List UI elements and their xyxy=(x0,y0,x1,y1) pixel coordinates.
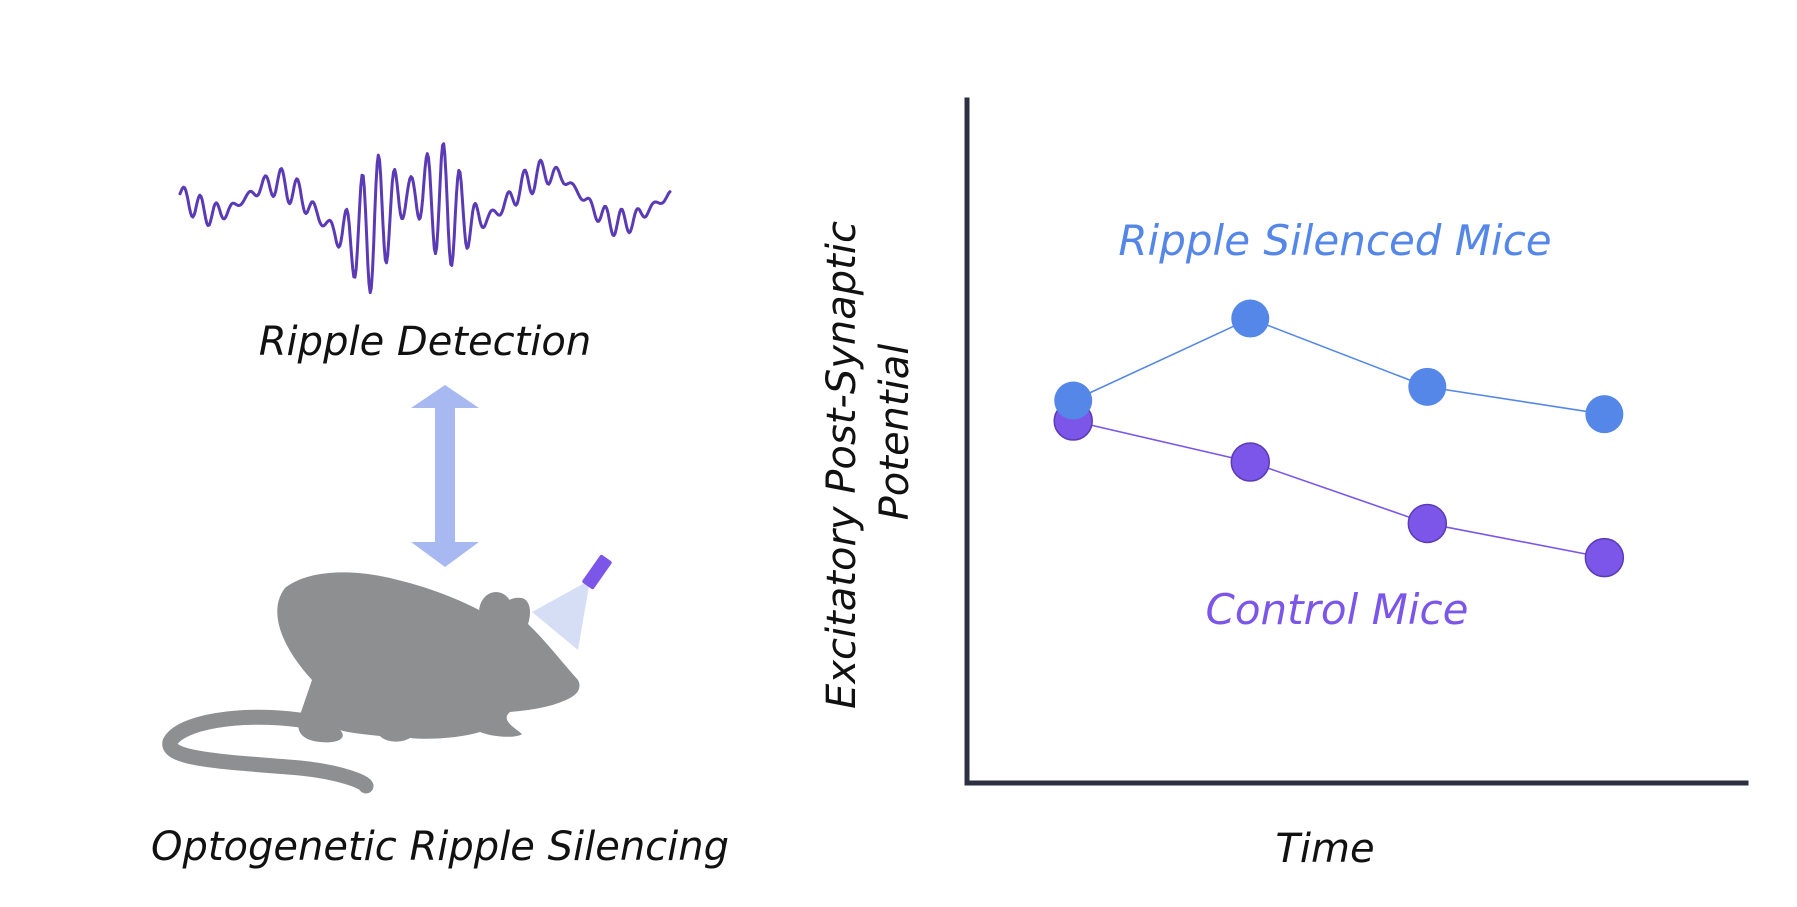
data-point-silenced xyxy=(1408,367,1447,406)
laser-fiber-icon xyxy=(582,554,612,590)
data-point-control xyxy=(1584,537,1625,578)
epsp-chart: Ripple Silenced Mice Control Mice Excita… xyxy=(819,97,1749,872)
series-label-silenced: Ripple Silenced Mice xyxy=(1118,216,1551,265)
x-axis-label: Time xyxy=(1275,826,1374,872)
light-cone xyxy=(532,580,590,650)
y-axis-label-line2: Potential xyxy=(872,344,918,521)
optogenetic-silencing-label: Optogenetic Ripple Silencing xyxy=(151,824,729,870)
data-point-silenced xyxy=(1231,299,1270,338)
data-point-control xyxy=(1407,503,1448,544)
ripple-signal-trace xyxy=(178,142,672,295)
series-line-silenced xyxy=(1072,317,1605,415)
series-line-control xyxy=(1073,420,1605,559)
data-point-control xyxy=(1230,442,1271,482)
ripple-detection-label: Ripple Detection xyxy=(259,319,591,365)
double-arrow-icon xyxy=(411,385,479,567)
series-label-control: Control Mice xyxy=(1206,585,1469,634)
y-axis-label: Excitatory Post-Synaptic xyxy=(819,221,865,709)
data-point-silenced xyxy=(1054,381,1093,420)
data-point-silenced xyxy=(1585,395,1624,434)
mouse-silhouette-icon xyxy=(162,572,580,794)
